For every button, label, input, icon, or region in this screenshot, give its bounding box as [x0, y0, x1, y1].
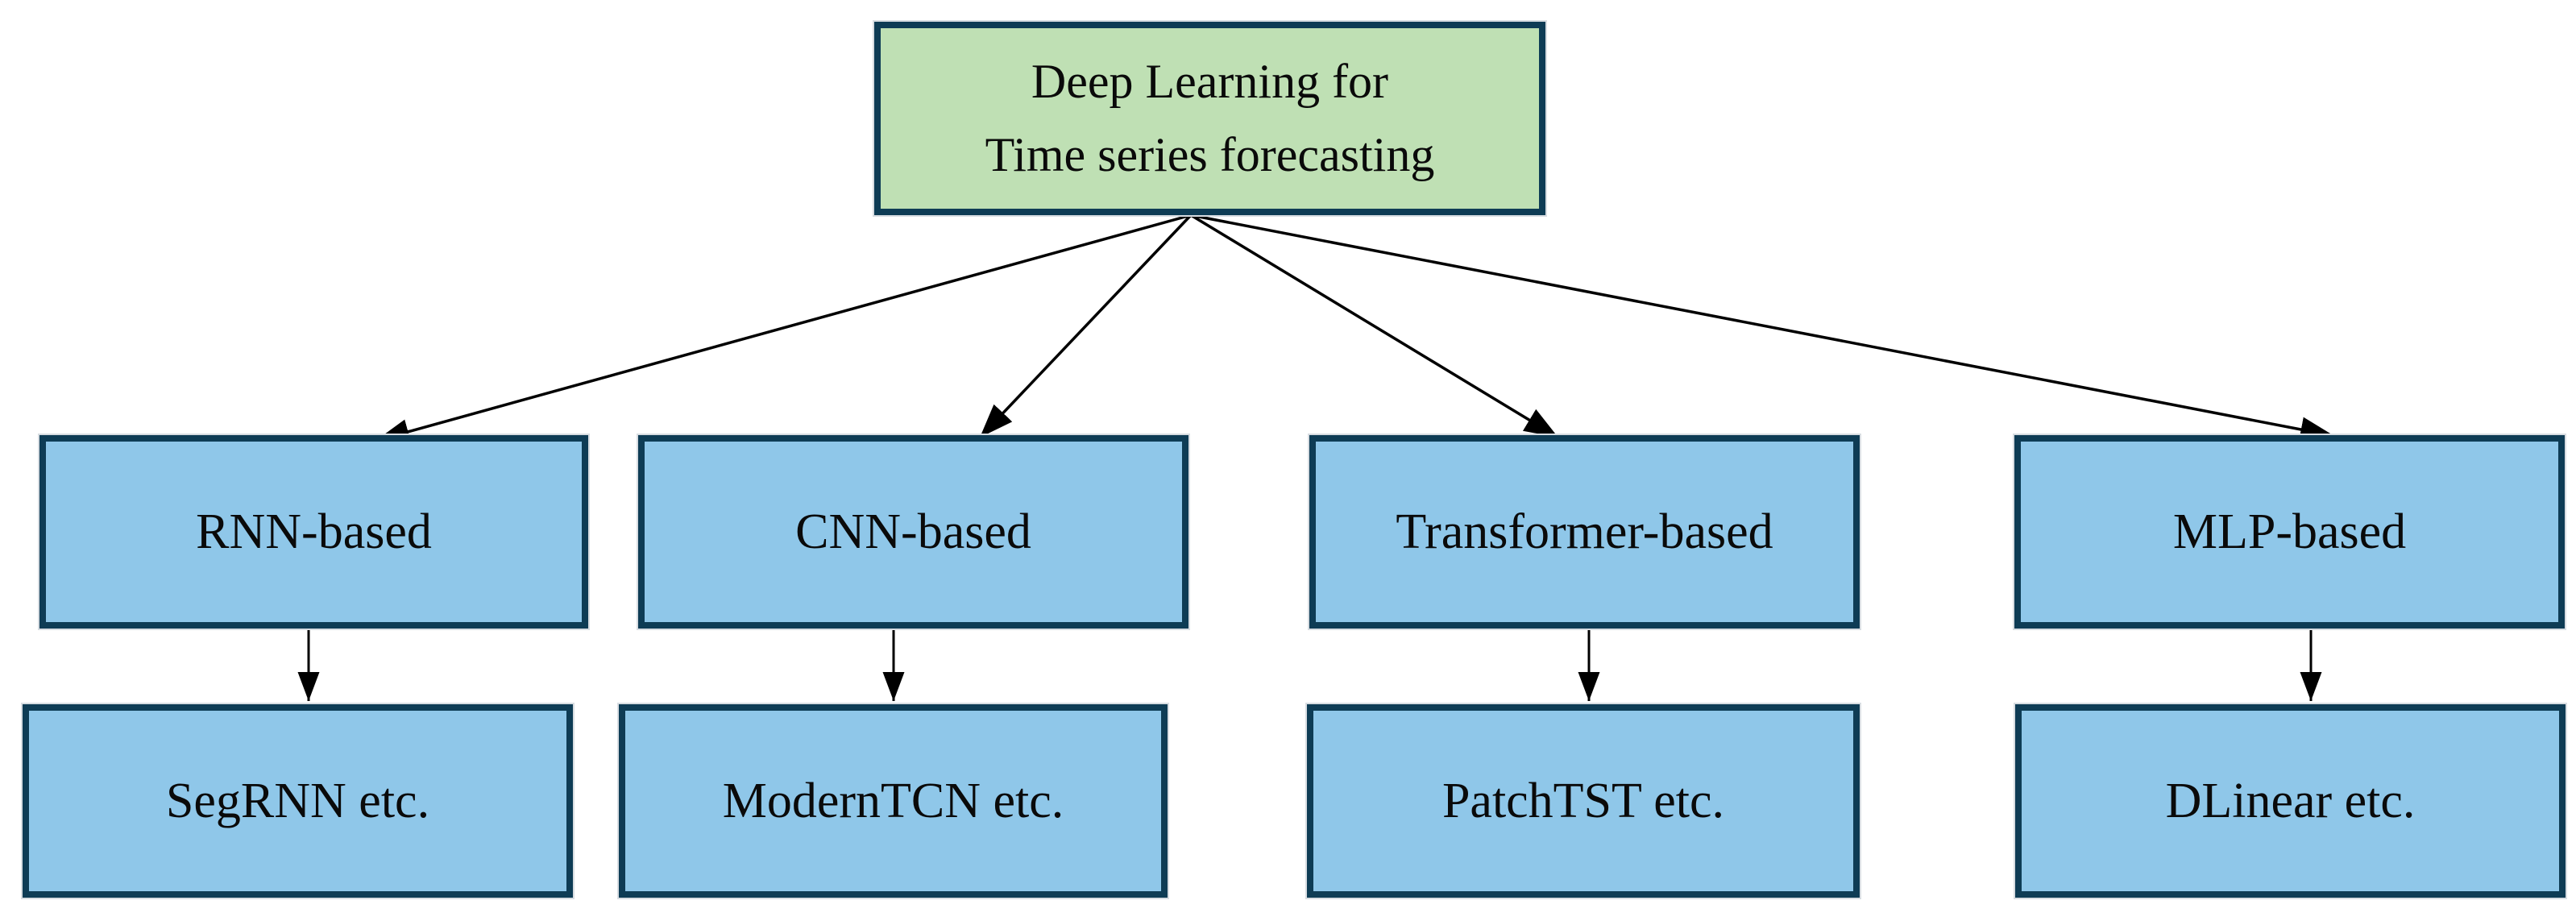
- category-node-cnn: CNN-based: [638, 435, 1188, 629]
- example-node-patchtst: PatchTST etc.: [1307, 704, 1860, 898]
- root-node-label: Deep Learning for Time series forecastin…: [969, 45, 1451, 192]
- example-node-dlinear: DLinear etc.: [2015, 704, 2566, 898]
- category-node-rnn: RNN-based: [39, 435, 588, 629]
- example-label: PatchTST etc.: [1441, 773, 1725, 828]
- category-label: Transformer-based: [1396, 504, 1773, 559]
- example-label: DLinear etc.: [2165, 773, 2416, 828]
- root-label-line1: Deep Learning for: [1031, 54, 1389, 108]
- root-label-line2: Time series forecasting: [985, 128, 1435, 181]
- category-label: RNN-based: [196, 504, 432, 559]
- example-label: SegRNN etc.: [165, 773, 430, 828]
- category-label: MLP-based: [2172, 504, 2407, 559]
- arrow-root-to-mlp: [1190, 214, 2335, 442]
- category-node-transformer: Transformer-based: [1309, 435, 1860, 629]
- arrow-root-to-rnn: [375, 214, 1192, 444]
- example-node-moderntcn: ModernTCN etc.: [619, 704, 1168, 898]
- example-node-segrnn: SegRNN etc.: [23, 704, 573, 898]
- category-node-mlp: MLP-based: [2014, 435, 2565, 629]
- column-arrows: [297, 629, 2322, 701]
- arrow-root-to-cnn: [978, 214, 1193, 439]
- arrow-root-to-transformer: [1190, 214, 1559, 439]
- fan-arrows: [375, 214, 2335, 444]
- example-label: ModernTCN etc.: [722, 773, 1064, 828]
- root-node-deep-learning: Deep Learning for Time series forecastin…: [874, 22, 1545, 215]
- category-label: CNN-based: [795, 504, 1031, 559]
